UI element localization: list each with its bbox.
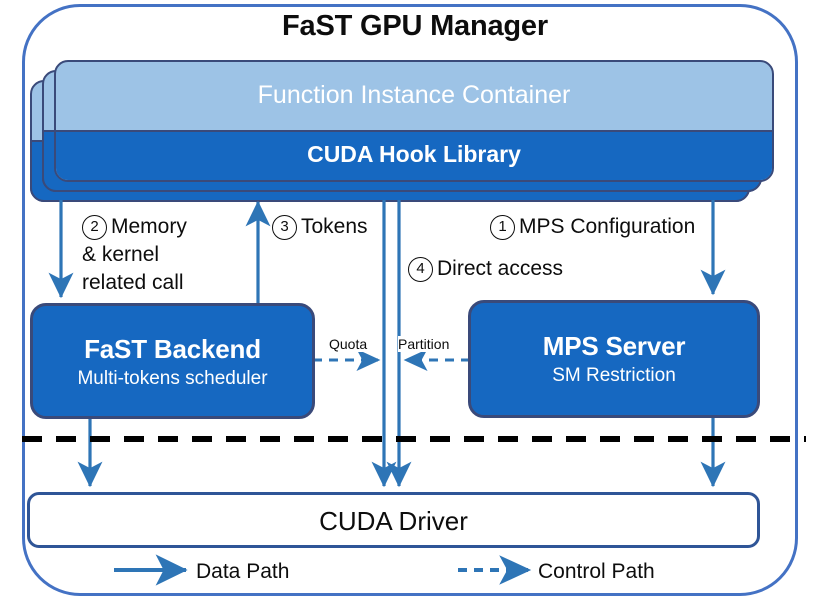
mps-server-box: MPS Server SM Restriction <box>468 300 760 418</box>
circled-number-2: 2 <box>82 215 107 240</box>
legend-control-path-label: Control Path <box>538 560 655 583</box>
fast-backend-subtitle: Multi-tokens scheduler <box>77 368 268 389</box>
mps-server-title: MPS Server <box>542 331 686 361</box>
circled-number-4: 4 <box>408 257 433 282</box>
annotation-line-1: Memory <box>111 215 187 238</box>
cuda-driver-box: CUDA Driver <box>27 492 760 548</box>
gpu-manager-frame <box>22 4 798 596</box>
annotation-direct-access-label: Direct access <box>437 257 564 280</box>
mps-server-subtitle: SM Restriction <box>552 365 676 386</box>
legend-data-path-label: Data Path <box>196 560 290 583</box>
label-quota: Quota <box>329 336 368 352</box>
circled-number-1: 1 <box>490 215 515 240</box>
function-instance-container-label: Function Instance Container <box>257 81 571 109</box>
function-instance-container: Function Instance Container CUDA Hook Li… <box>54 60 774 182</box>
annotation-tokens-label: Tokens <box>301 215 368 238</box>
annotation-mps-label: MPS Configuration <box>519 215 696 238</box>
fast-backend-title: FaST Backend <box>84 334 261 364</box>
cuda-hook-library: CUDA Hook Library <box>56 130 772 180</box>
circled-number-3: 3 <box>272 215 297 240</box>
annotation-line-3: related call <box>82 271 184 294</box>
label-partition: Partition <box>398 336 450 352</box>
annotation-line-2: & kernel <box>82 243 160 266</box>
page-title: FaST GPU Manager <box>282 10 548 42</box>
fast-backend-box: FaST Backend Multi-tokens scheduler <box>30 303 315 419</box>
cuda-hook-library-label: CUDA Hook Library <box>307 141 521 167</box>
cuda-driver-label: CUDA Driver <box>319 506 468 536</box>
